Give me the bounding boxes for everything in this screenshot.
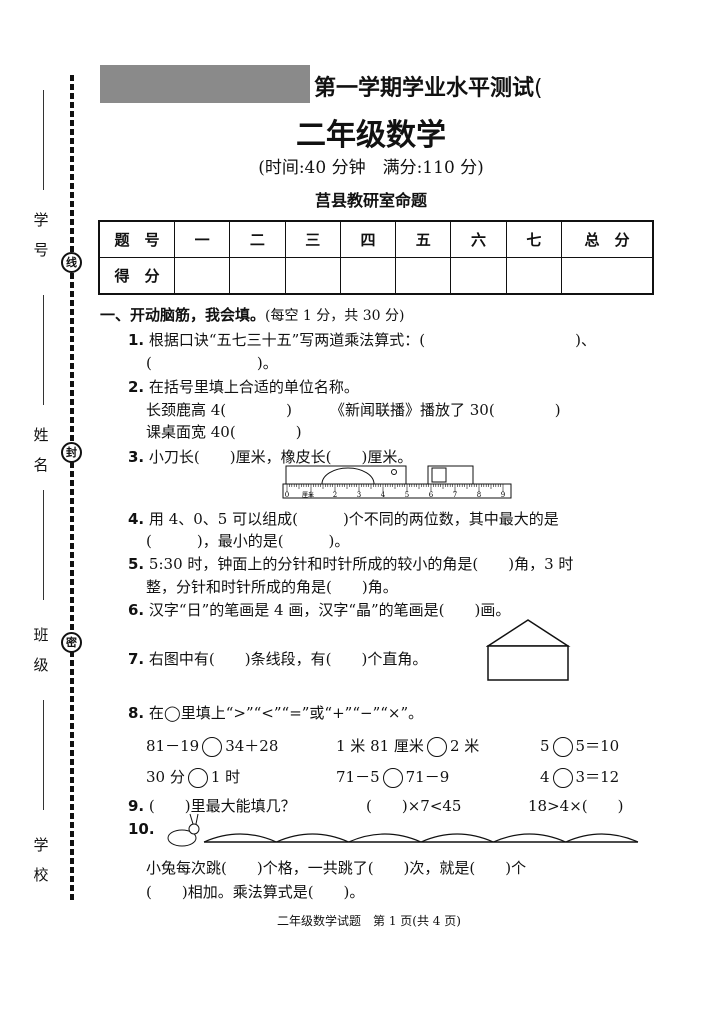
binding-dashes (66, 75, 78, 903)
answer-circle[interactable] (382, 768, 403, 788)
rabbit-jump-figure (167, 813, 639, 847)
margin-label-name: 姓 名 (33, 426, 64, 474)
ruler-tick-label: 1 (309, 491, 313, 499)
fill-line-name[interactable] (43, 295, 44, 405)
exam-author: 莒县教研室命题 (314, 191, 427, 210)
fill-line-student-id[interactable] (43, 90, 44, 190)
ruler-unit-label: 厘米 (302, 491, 314, 499)
margin-label-student-id: 学 号 (33, 211, 64, 259)
q3-line: 3. 小刀长( )厘米，橡皮长( )厘米。 (128, 448, 413, 466)
section-heading: 一、开动脑筋，我会填。(每空 1 分，共 30 分) (100, 306, 405, 324)
score-header-cell: 总 分 (561, 220, 654, 258)
q2-item-giraffe: 长颈鹿高 4( ) (146, 401, 293, 419)
ruler-tick-label: 5 (405, 491, 409, 499)
q4-line1: 4. 用 4、0、5 可以组成( )个不同的两位数，其中最大的是 (128, 510, 559, 528)
jump-arc (203, 833, 277, 843)
margin-label-school: 学 校 (33, 836, 64, 884)
ruler-tick-label: 0 (285, 491, 289, 499)
score-row-label: 得 分 (98, 257, 175, 295)
jump-arc (348, 833, 422, 843)
ruler-tick-label: 6 (429, 491, 434, 499)
score-cell[interactable] (505, 257, 563, 295)
answer-circle[interactable] (552, 768, 573, 788)
q10-line1: 小兔每次跳( )个格，一共跳了( )次，就是( )个 (146, 859, 527, 877)
seal-mark-line: 线 (61, 252, 82, 273)
score-header-cell: 一 (173, 220, 231, 258)
q10-line2: ( )相加。乘法算式是( )。 (146, 883, 365, 901)
q8-line: 8. 在◯里填上“>”“<”“=”或“+”“−”“×”。 (128, 704, 424, 722)
score-header-cell: 题 号 (98, 220, 175, 258)
jump-arc (420, 833, 494, 843)
fill-line-school[interactable] (43, 700, 44, 810)
seal-mark-secret: 密 (61, 632, 82, 653)
answer-circle[interactable] (426, 737, 447, 757)
ruler-tick-label: 9 (501, 491, 505, 499)
q5-line1: 5. 5:30 时，钟面上的分针和时针所成的较小的角是( )角，3 时 (128, 555, 574, 573)
seal-mark-seal: 封 (61, 442, 82, 463)
redacted-block (100, 65, 310, 103)
jump-arc (493, 833, 566, 843)
score-cell[interactable] (229, 257, 286, 295)
page-footer: 二年级数学试题 第 1 页(共 4 页) (277, 914, 461, 928)
score-row: 得 分 (98, 257, 654, 295)
q2-line1: 2. 在括号里填上合适的单位名称。 (128, 378, 359, 396)
q6-line: 6. 汉字“日”的笔画是 4 画，汉字“晶”的笔画是( )画。 (128, 601, 511, 619)
score-header-row: 题 号 一 二 三 四 五 六 七 总 分 (98, 220, 654, 258)
ruler-tick-label: 4 (381, 491, 386, 499)
q2-item-desk: 课桌面宽 40( ) (146, 423, 302, 441)
q1-line1: 1. 根据口诀“五七三十五”写两道乘法算式：( )、 (128, 331, 596, 349)
q9-part-c: 18>4×( ) (528, 797, 624, 815)
exam-meta: (时间:40 分钟 满分:110 分) (258, 158, 484, 178)
rabbit-icon (167, 813, 200, 847)
fill-line-class[interactable] (43, 490, 44, 600)
score-header-cell: 六 (450, 220, 507, 258)
jump-arc (276, 833, 349, 843)
score-table: 题 号 一 二 三 四 五 六 七 总 分 得 分 (98, 220, 654, 295)
score-header-cell: 三 (284, 220, 341, 258)
subject-title: 二年级数学 (296, 118, 446, 153)
score-header-cell: 五 (395, 220, 452, 258)
ruler-tick-label: 3 (357, 491, 361, 499)
score-cell[interactable] (284, 257, 341, 295)
score-cell[interactable] (395, 257, 452, 295)
q9-part-b: ( )×7<45 (366, 797, 462, 815)
answer-circle[interactable] (202, 737, 223, 757)
score-cell[interactable] (561, 257, 654, 295)
q10-number: 10. (128, 820, 155, 838)
house-figure (486, 619, 571, 681)
margin-label-class: 班 级 (33, 626, 64, 674)
ruler-tick-label: 8 (477, 491, 481, 499)
answer-circle[interactable] (552, 737, 573, 757)
exam-title: 第一学期学业水平测试( (314, 76, 543, 101)
q1-line2: ( )。 (146, 354, 278, 372)
q9-line: 9. ( )里最大能填几？ (128, 797, 296, 815)
score-header-cell: 二 (229, 220, 286, 258)
score-header-cell: 四 (339, 220, 397, 258)
score-cell[interactable] (450, 257, 507, 295)
q7-line: 7. 右图中有( )条线段，有( )个直角。 (128, 650, 428, 668)
score-cell[interactable] (173, 257, 231, 295)
score-header-cell: 七 (505, 220, 563, 258)
answer-circle[interactable] (187, 768, 208, 788)
ruler-tick-label: 7 (453, 491, 457, 499)
q5-line2: 整，分针和时针所成的角是( )角。 (146, 578, 398, 596)
q4-line2: ( )，最小的是( )。 (146, 532, 350, 550)
ruler-figure: 0 1 2 3 4 5 6 7 8 9 厘米 (282, 465, 512, 499)
q2-item-news: 《新闻联播》播放了 30( ) (330, 401, 561, 419)
jump-arc (565, 833, 639, 843)
ruler-tick-label: 2 (333, 491, 337, 499)
score-cell[interactable] (339, 257, 397, 295)
